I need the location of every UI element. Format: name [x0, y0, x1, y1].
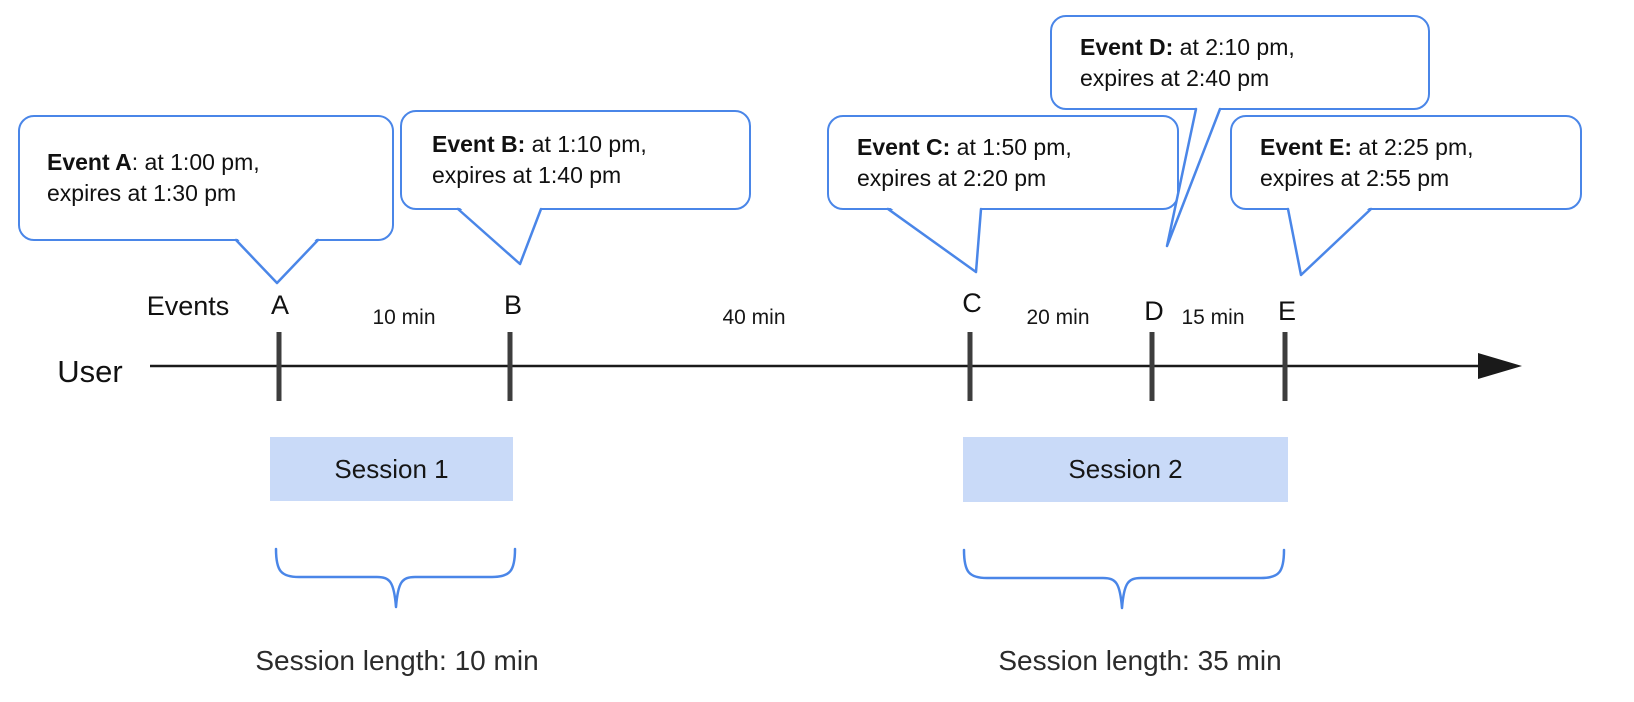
callout-event-name: Event E: [1260, 133, 1353, 160]
callout-text-c: Event C: at 1:50 pm, expires at 2:20 pm [857, 132, 1072, 194]
callout-event-e: Event E: at 2:25 pm, expires at 2:55 pm [1230, 115, 1582, 210]
callout-text-d: Event D: at 2:10 pm, expires at 2:40 pm [1080, 32, 1295, 94]
callout-line1: Event E: at 2:25 pm, [1260, 132, 1474, 163]
callout-event-b: Event B: at 1:10 pm, expires at 1:40 pm [400, 110, 751, 210]
user-axis-label: User [57, 354, 123, 389]
callout-text-a: Event A: at 1:00 pm, expires at 1:30 pm [47, 147, 260, 209]
session-2-length-label: Session length: 35 min [998, 645, 1282, 676]
session-2-box: Session 2 [963, 437, 1288, 502]
tick-label-a: A [270, 290, 290, 320]
callout-event-name: Event D: [1080, 33, 1174, 60]
callout-time: at 2:25 pm, [1352, 133, 1474, 160]
brace-session-2 [962, 548, 1286, 610]
session-1-length-label: Session length: 10 min [255, 645, 539, 676]
callout-event-d: Event D: at 2:10 pm, expires at 2:40 pm [1050, 15, 1430, 110]
session-1-box: Session 1 [270, 437, 513, 501]
callout-event-name: Event C: [857, 133, 951, 160]
timeline-arrowhead [1478, 353, 1522, 379]
callout-line2: expires at 2:40 pm [1080, 64, 1270, 91]
callout-time: at 2:10 pm, [1173, 33, 1295, 60]
callout-tail-a [234, 238, 320, 285]
callout-event-a: Event A: at 1:00 pm, expires at 1:30 pm [18, 115, 394, 241]
callout-tail-e [1286, 207, 1373, 277]
callout-line2: expires at 2:55 pm [1260, 164, 1450, 191]
brace-session-1 [274, 547, 517, 609]
tick-label-c: C [962, 288, 982, 318]
interval-label-d-e: 15 min [1181, 306, 1245, 329]
interval-label-a-b: 10 min [372, 306, 436, 329]
tick-label-d: D [1144, 296, 1164, 326]
session-1-label: Session 1 [334, 453, 449, 484]
callout-tail-cover-e [1288, 206, 1371, 275]
callout-time: at 1:10 pm, [525, 131, 647, 157]
callout-line1: Event A: at 1:00 pm, [47, 147, 260, 178]
callout-event-name: Event B: [432, 131, 526, 157]
callout-tail-cover-b [458, 206, 541, 264]
interval-label-b-c: 40 min [722, 306, 786, 329]
callout-text-e: Event E: at 2:25 pm, expires at 2:55 pm [1260, 132, 1474, 194]
callout-line2: expires at 1:40 pm [432, 162, 622, 188]
callout-time: at 1:50 pm, [950, 133, 1072, 160]
callout-event-c: Event C: at 1:50 pm, expires at 2:20 pm [827, 115, 1179, 210]
callout-tail-c [886, 207, 983, 274]
callout-text-b: Event B: at 1:10 pm, expires at 1:40 pm [432, 129, 647, 191]
tick-label-e: E [1277, 296, 1297, 326]
callout-tail-b [456, 207, 543, 266]
callout-event-name: Event A [47, 149, 132, 175]
callout-tail-cover-c [888, 206, 981, 272]
callout-line2: expires at 2:20 pm [857, 164, 1047, 191]
callout-line1: Event D: at 2:10 pm, [1080, 32, 1295, 63]
callout-tail-cover-a [236, 237, 318, 283]
callout-time: : at 1:00 pm, [131, 149, 260, 175]
interval-label-c-d: 20 min [1026, 306, 1090, 329]
session-2-label: Session 2 [1068, 454, 1183, 484]
events-axis-label: Events [146, 291, 230, 321]
callout-line2: expires at 1:30 pm [47, 180, 237, 206]
tick-label-b: B [503, 290, 523, 320]
callout-line1: Event B: at 1:10 pm, [432, 129, 647, 160]
callout-line1: Event C: at 1:50 pm, [857, 132, 1072, 163]
